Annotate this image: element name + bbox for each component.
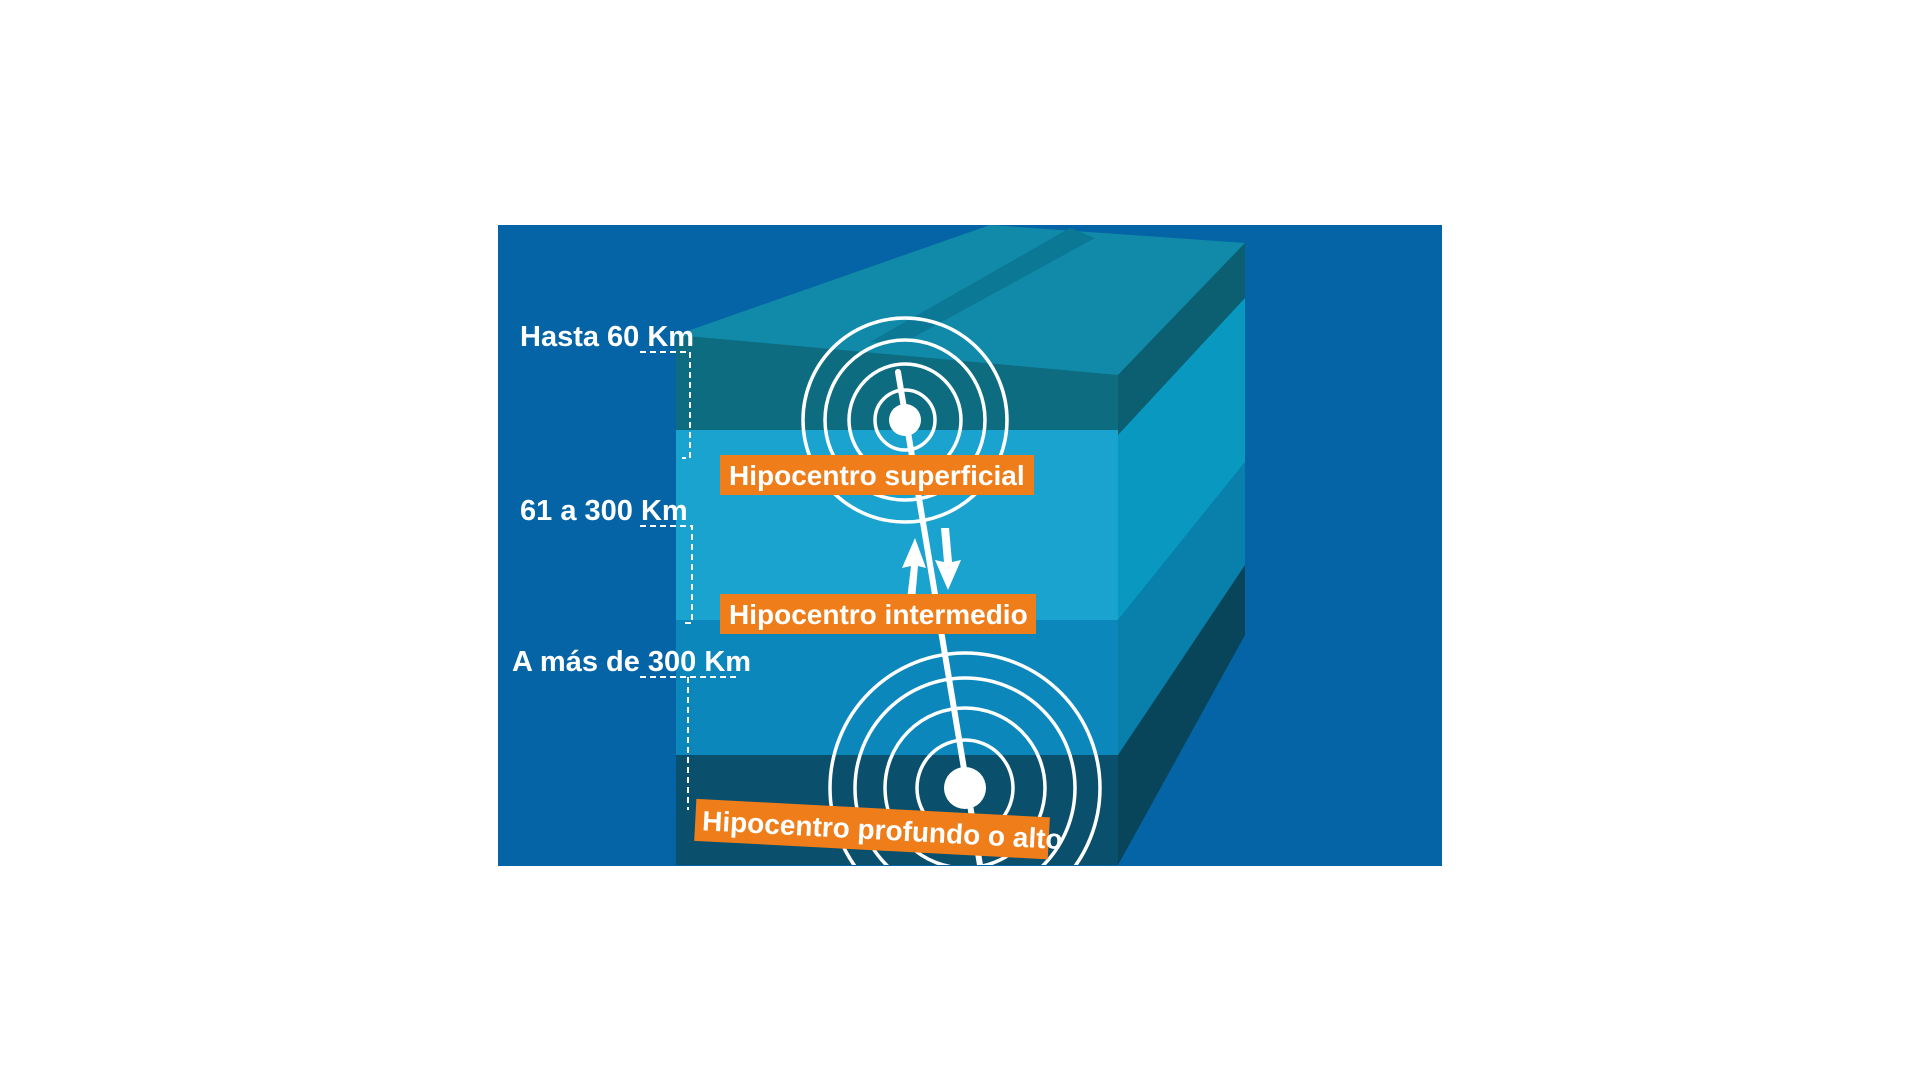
shallow-hypocenter-dot [889,404,921,436]
tag-shallow: Hipocentro superficial [720,455,1034,495]
depth-scale: Hasta 60 Km 61 a 300 Km A más de 300 Km [512,321,751,810]
block-top-ridge [870,228,1095,342]
down-arrow-icon [935,528,961,590]
fault-slip-arrows [902,528,961,600]
depth-label-intermediate: 61 a 300 Km [520,495,688,527]
tag-intermediate-text: Hipocentro intermedio [729,599,1028,630]
front-layer-mid-mantle [676,620,1118,755]
tag-intermediate: Hipocentro intermedio [720,594,1036,634]
depth-bracket-deep [640,676,738,810]
deep-hypocenter-dot [944,767,986,809]
side-layer-upper-mantle [1118,298,1245,620]
shallow-wave-rings [801,316,1009,524]
depth-label-shallow: Hasta 60 Km [520,321,694,353]
depth-bracket-intermediate [640,525,693,624]
up-arrow-icon [902,538,926,600]
side-layer-deep-mantle [1118,565,1245,865]
depth-bracket-shallow [640,351,691,459]
earth-block [676,225,1245,865]
side-layer-crust [1118,243,1245,435]
tag-shallow-text: Hipocentro superficial [729,460,1025,491]
depth-label-deep: A más de 300 Km [512,646,751,678]
side-layer-mid-mantle [1118,462,1245,755]
